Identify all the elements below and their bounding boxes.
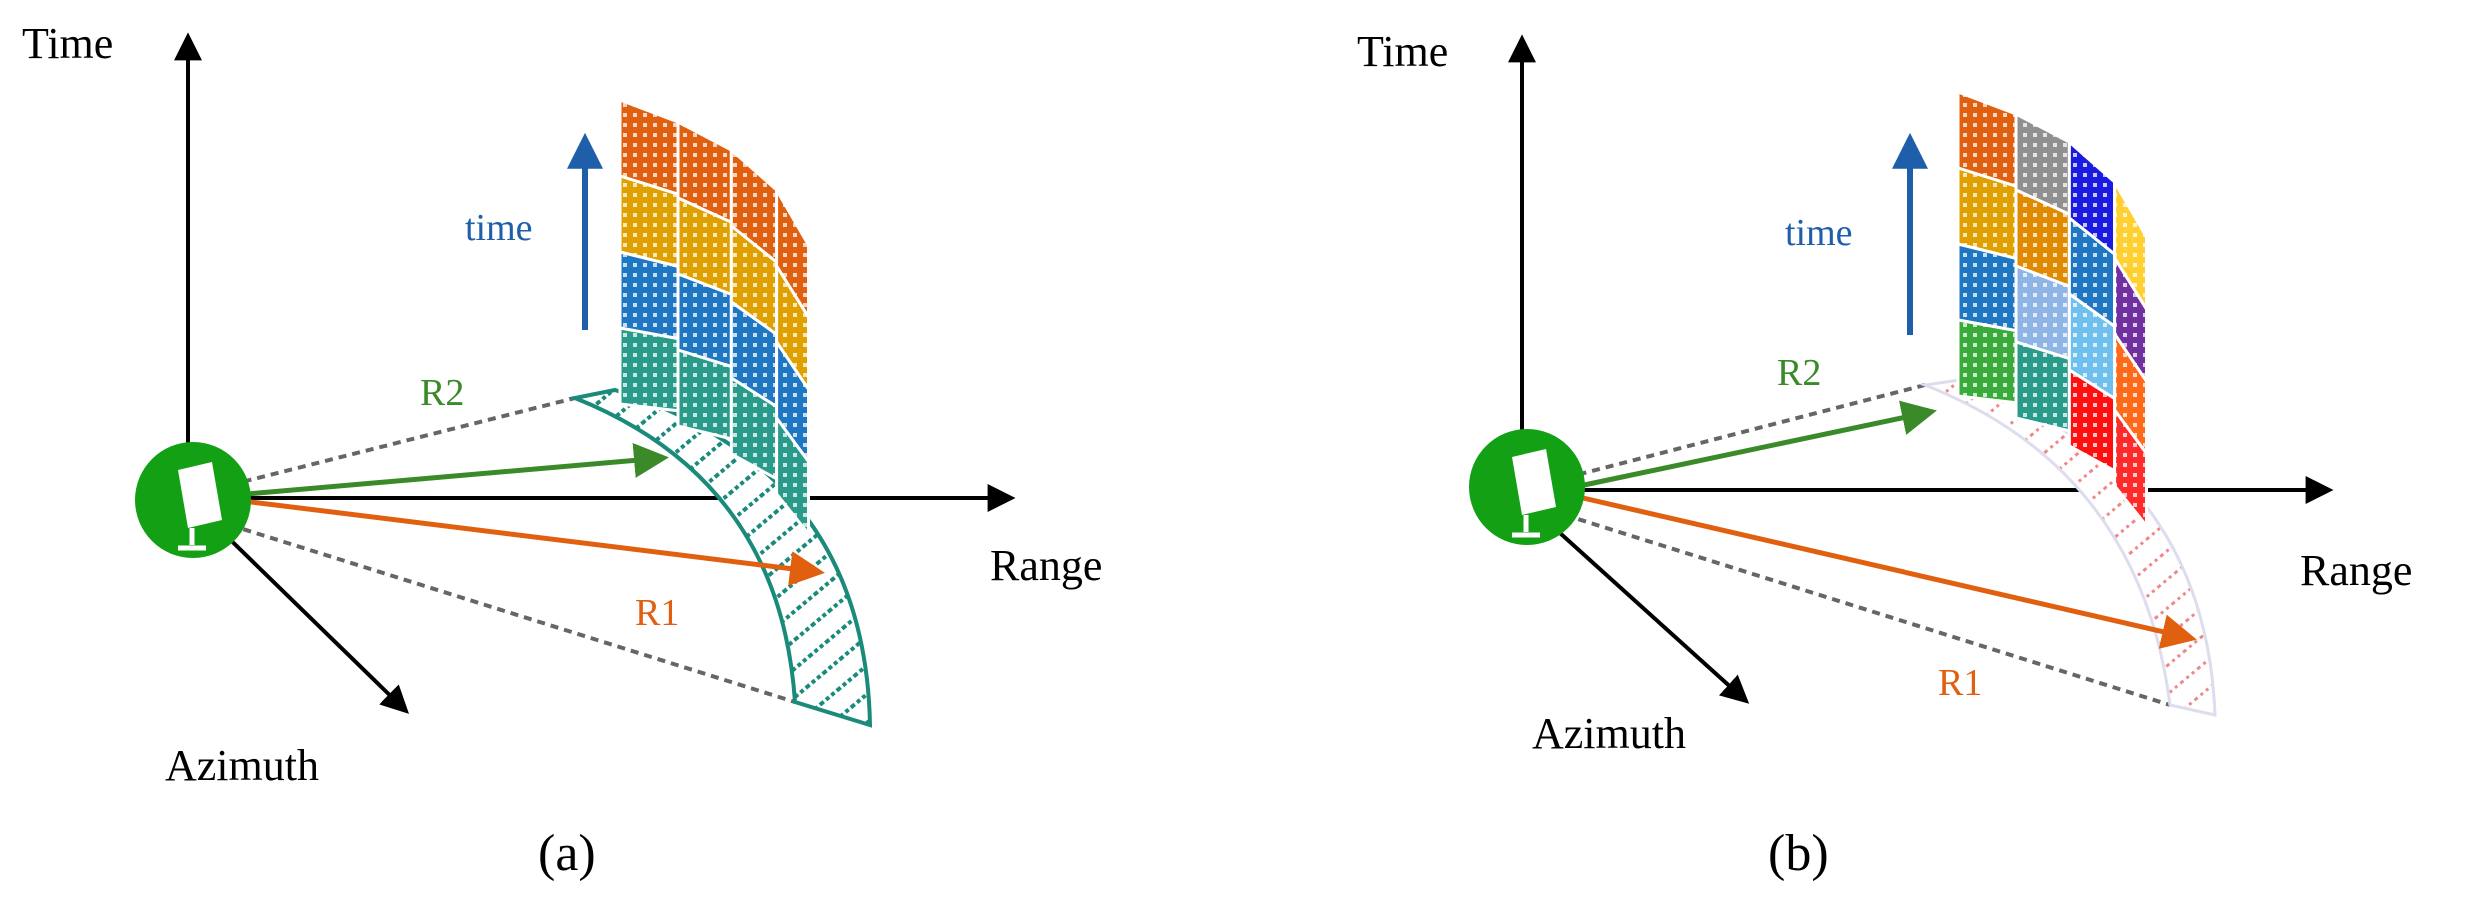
beam-edge-lower (1564, 513, 2171, 707)
range-axis-label: Range (2300, 546, 2412, 595)
radar-icon (135, 442, 251, 558)
ray-r2-label: R2 (420, 372, 464, 414)
panel-a: Time Range Azimuth time R2 R1 (a) (22, 19, 1102, 882)
panel-b: Time Range Azimuth time R2 R1 (b) (1357, 27, 2412, 882)
time-axis-label: Time (22, 19, 113, 68)
range-axis-label: Range (990, 541, 1102, 590)
grid-cell-texture (2114, 258, 2147, 382)
panel-caption: (b) (1768, 825, 1829, 882)
ray-r2-label: R2 (1777, 352, 1821, 394)
beam-edge-upper (229, 396, 576, 487)
grid-cell-texture (2069, 218, 2115, 327)
grid-cell-texture (678, 198, 732, 295)
time-arrow-label: time (465, 207, 533, 249)
azimuth-axis-label: Azimuth (165, 741, 319, 790)
ray-r1-label: R1 (635, 592, 679, 634)
grid-cell-texture (1958, 244, 2016, 331)
grid-cell-texture (620, 176, 678, 267)
ray-r2 (1569, 400, 1937, 491)
grid-cell-texture (2069, 294, 2115, 399)
beam-edge-lower (229, 523, 796, 704)
grid-cell-texture (620, 328, 678, 411)
beam-edge-upper (1564, 383, 1926, 480)
grid-cell-texture (2069, 370, 2115, 471)
ray-r1-label: R1 (1938, 662, 1982, 704)
grid-cell-texture (2016, 342, 2070, 431)
grid-cell-texture (1958, 320, 2016, 403)
azimuth-axis (208, 518, 410, 714)
grid-cell-texture (2016, 114, 2070, 215)
ray-r2 (234, 442, 669, 498)
ray-r1 (234, 497, 825, 586)
grid-cell-texture (678, 274, 732, 367)
grid-cell-texture (2114, 334, 2147, 454)
grid-cell-texture (776, 418, 809, 534)
grid-cell-texture (1958, 168, 2016, 259)
time-axis-label: Time (1357, 27, 1448, 76)
grid-cell-texture (731, 378, 777, 479)
grid-cell-texture (776, 266, 809, 390)
azimuth-axis (1538, 513, 1750, 704)
grid-cell-texture (2114, 182, 2147, 310)
ray-r1 (1569, 492, 2197, 649)
grid-cell-texture (678, 350, 732, 439)
grid-cell-texture (776, 342, 809, 462)
grid-cell-texture (678, 122, 732, 223)
ground-footprint (568, 387, 873, 728)
grid-cell-texture (1958, 92, 2016, 187)
grid-cell-texture (2114, 410, 2147, 526)
grid-cell-texture (776, 190, 809, 318)
time-stacked-grid (1956, 89, 2148, 531)
grid-cell-texture (731, 226, 777, 335)
grid-cell-texture (2016, 190, 2070, 287)
azimuth-axis-label: Azimuth (1532, 709, 1686, 758)
radar-icon (1469, 429, 1585, 545)
grid-cell-texture (731, 302, 777, 407)
time-stacked-grid (618, 97, 810, 539)
grid-cell-texture (620, 252, 678, 339)
time-arrow-label: time (1785, 212, 1853, 254)
grid-cell-texture (620, 100, 678, 195)
panel-caption: (a) (538, 825, 596, 882)
grid-cell-texture (2016, 266, 2070, 359)
